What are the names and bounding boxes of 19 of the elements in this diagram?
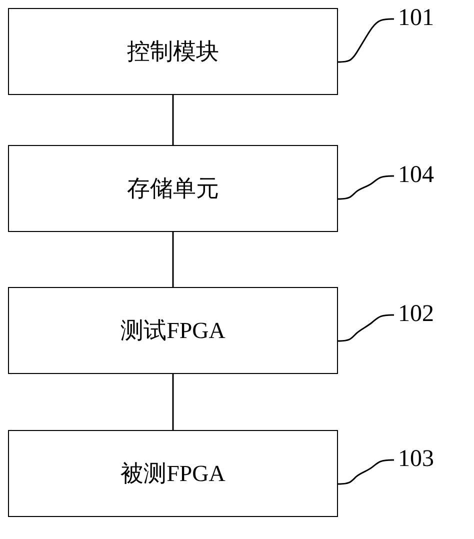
connector-line [172,374,174,430]
module-box [8,287,338,374]
callout-number: 103 [398,447,434,471]
callout-number: 102 [398,302,434,326]
leader-line [338,18,394,63]
leader-line [338,459,394,485]
callout-number: 104 [398,163,434,187]
connector-line [172,95,174,145]
box-label: 控制模块 [127,38,219,66]
connector-line [172,232,174,287]
module-box [8,145,338,232]
module-box [8,430,338,517]
module-box [8,8,338,95]
box-label: 存储单元 [127,175,219,203]
box-label: 被测FPGA [120,460,226,488]
leader-line [338,175,394,200]
callout-number: 101 [398,6,434,30]
leader-line [338,314,394,342]
box-label: 测试FPGA [120,317,226,345]
